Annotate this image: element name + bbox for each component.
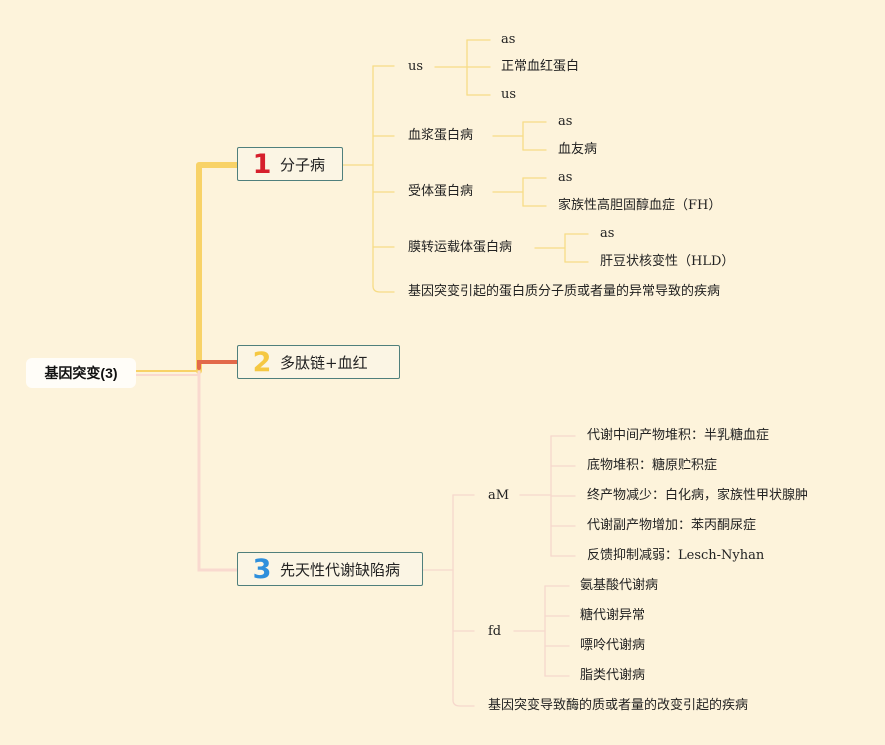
leaf-us-us[interactable]: us [501,87,517,102]
topic-us[interactable]: us [408,59,424,74]
leaf-glycogen-storage[interactable]: 底物堆积：糖原贮积症 [587,458,718,473]
branch-1-label: 分子病 [280,156,326,174]
leaf-normal-hemoglobin[interactable]: 正常血红蛋白 [501,59,580,74]
leaf-us-as[interactable]: as [501,32,516,47]
branch-1-number: 1 [252,149,272,180]
topic-membrane-transport[interactable]: 膜转运载体蛋白病 [408,240,513,255]
topic-enzyme-definition[interactable]: 基因突变导致酶的质或者量的改变引起的疾病 [488,698,749,713]
leaf-hemophilia[interactable]: 血友病 [558,142,598,157]
branch-2-connector [197,360,240,370]
leaf-amino-acid-metabolism[interactable]: 氨基酸代谢病 [580,578,659,593]
branch-3-label: 先天性代谢缺陷病 [280,561,401,579]
branch-1-node[interactable]: 1 分子病 [237,147,343,181]
leaf-sugar-metabolism[interactable]: 糖代谢异常 [580,608,646,623]
branch-3-tree [422,435,576,707]
leaf-lesch-nyhan[interactable]: 反馈抑制减弱：Lesch-Nyhan [587,548,765,563]
topic-am[interactable]: aM [488,488,510,503]
leaf-fh[interactable]: 家族性高胆固醇血症（FH） [558,198,722,213]
topic-plasma-protein[interactable]: 血浆蛋白病 [408,128,474,143]
branch-1-tree [342,39,589,293]
topic-receptor-protein[interactable]: 受体蛋白病 [408,184,474,199]
root-node[interactable]: 基因突变(3) [26,358,136,388]
branch-3-number: 3 [252,554,272,585]
leaf-pku[interactable]: 代谢副产物增加：苯丙酮尿症 [587,518,757,533]
leaf-albinism[interactable]: 终产物减少：白化病，家族性甲状腺肿 [587,488,809,503]
topic-fd[interactable]: fd [488,624,502,639]
branch-2-label: 多肽链+血红 [280,354,368,372]
leaf-lipid-metabolism[interactable]: 脂类代谢病 [580,668,646,683]
branch-2-node[interactable]: 2 多肽链+血红 [237,345,400,379]
leaf-plasma-as[interactable]: as [558,114,573,129]
branch-3-connector [197,370,240,572]
branch-1-connector [196,162,241,374]
leaf-hld[interactable]: 肝豆状核变性（HLD） [600,254,735,269]
leaf-galactosemia[interactable]: 代谢中间产物堆积：半乳糖血症 [587,428,770,443]
branch-2-number: 2 [252,347,272,378]
leaf-receptor-as[interactable]: as [558,170,573,185]
topic-molecular-definition[interactable]: 基因突变引起的蛋白质分子质或者量的异常导致的疾病 [408,284,721,299]
leaf-membrane-as[interactable]: as [600,226,615,241]
leaf-purine-metabolism[interactable]: 嘌呤代谢病 [580,638,646,653]
branch-3-node[interactable]: 3 先天性代谢缺陷病 [237,552,423,586]
